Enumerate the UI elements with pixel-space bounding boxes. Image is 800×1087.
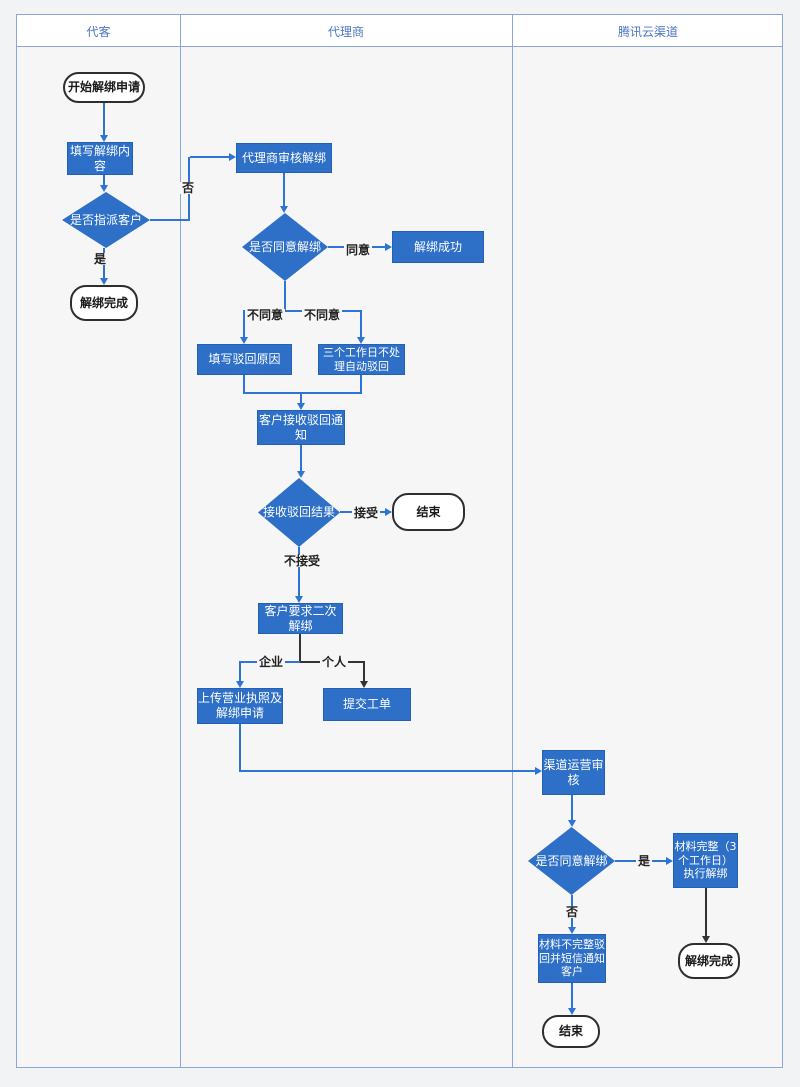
lane-header-customer: 代客: [86, 24, 111, 39]
swimlane-frame: 代客 代理商 腾讯云渠道: [16, 14, 783, 1068]
arrowhead: [297, 471, 305, 478]
arrowhead: [702, 936, 710, 943]
edge-label-disagree: 不同意: [301, 308, 343, 322]
arrowhead: [236, 681, 244, 688]
arrowhead: [568, 927, 576, 934]
node-end-terminator-2: 结束: [542, 1015, 600, 1048]
node-channel-review: 渠道运营审核: [542, 750, 605, 795]
node-end-terminator: 结束: [392, 493, 465, 531]
node-fill-unbind-content: 填写解绑内容: [67, 142, 133, 175]
node-start-terminator: 开始解绑申请: [63, 72, 145, 103]
arrowhead: [360, 681, 368, 688]
arrowhead: [666, 857, 673, 865]
edge-segment: [284, 281, 286, 311]
edge-segment: [103, 175, 105, 186]
node-unbind-done-terminator-2: 解绑完成: [678, 943, 740, 979]
lane-header-row: [17, 15, 782, 47]
edge-segment: [190, 156, 229, 158]
lane-header-tencent-channel: 腾讯云渠道: [617, 24, 678, 39]
arrowhead: [100, 278, 108, 285]
edge-label-no: 否: [179, 181, 197, 195]
arrowhead: [100, 135, 108, 142]
arrowhead: [297, 403, 305, 410]
edge-segment: [299, 634, 301, 663]
arrowhead: [385, 508, 392, 516]
node-unbind-success: 解绑成功: [392, 231, 484, 263]
node-unbind-done-terminator: 解绑完成: [70, 285, 138, 321]
edge-segment: [103, 103, 105, 136]
arrowhead: [535, 767, 542, 775]
edge-segment: [363, 663, 365, 682]
edge-label-no: 否: [563, 905, 581, 919]
edge-segment: [239, 663, 241, 682]
edge-label-not-accept: 不接受: [281, 554, 323, 568]
node-material-complete-execute: 材料完整（3个工作日）执行解绑: [673, 833, 738, 888]
edge-label-personal: 个人: [319, 655, 349, 669]
arrowhead: [568, 1008, 576, 1015]
node-fill-reject-reason: 填写驳回原因: [197, 344, 292, 375]
edge-segment: [150, 219, 190, 221]
edge-segment: [300, 394, 302, 404]
edge-segment: [360, 375, 362, 393]
node-receive-reject-notice: 客户接收驳回通知: [257, 410, 345, 445]
node-auto-reject: 三个工作日不处理自动驳回: [318, 344, 405, 375]
edge-segment: [239, 724, 241, 772]
edge-segment: [571, 983, 573, 1009]
lane-divider: [512, 15, 513, 1067]
arrowhead: [240, 337, 248, 344]
arrowhead: [229, 153, 236, 161]
lane-header-agent: 代理商: [327, 24, 364, 39]
edge-segment: [239, 770, 535, 772]
arrowhead: [100, 185, 108, 192]
arrowhead: [357, 337, 365, 344]
edge-label-yes: 是: [91, 252, 109, 266]
edge-segment: [300, 445, 302, 472]
edge-label-agree: 同意: [343, 243, 373, 257]
arrowhead: [568, 820, 576, 827]
edge-segment: [360, 312, 362, 337]
edge-label-enterprise: 企业: [256, 655, 286, 669]
edge-segment: [243, 312, 245, 337]
edge-segment: [243, 375, 245, 393]
node-material-incomplete-reject: 材料不完整驳回并短信通知客户: [538, 934, 606, 983]
node-upload-license: 上传营业执照及解绑申请: [197, 688, 283, 724]
edge-label-disagree: 不同意: [244, 308, 286, 322]
edge-label-accept: 接受: [351, 506, 381, 520]
edge-segment: [571, 795, 573, 821]
edge-label-yes: 是: [635, 854, 653, 868]
arrowhead: [280, 206, 288, 213]
edge-segment: [243, 392, 362, 394]
node-second-unbind-request: 客户要求二次解绑: [258, 603, 343, 634]
edge-segment: [298, 547, 300, 597]
arrowhead: [385, 243, 392, 251]
lane-divider: [180, 15, 181, 1067]
node-agent-review: 代理商审核解绑: [236, 143, 332, 173]
edge-segment: [705, 888, 707, 937]
edge-segment: [283, 173, 285, 207]
arrowhead: [295, 596, 303, 603]
node-submit-ticket: 提交工单: [323, 688, 411, 721]
